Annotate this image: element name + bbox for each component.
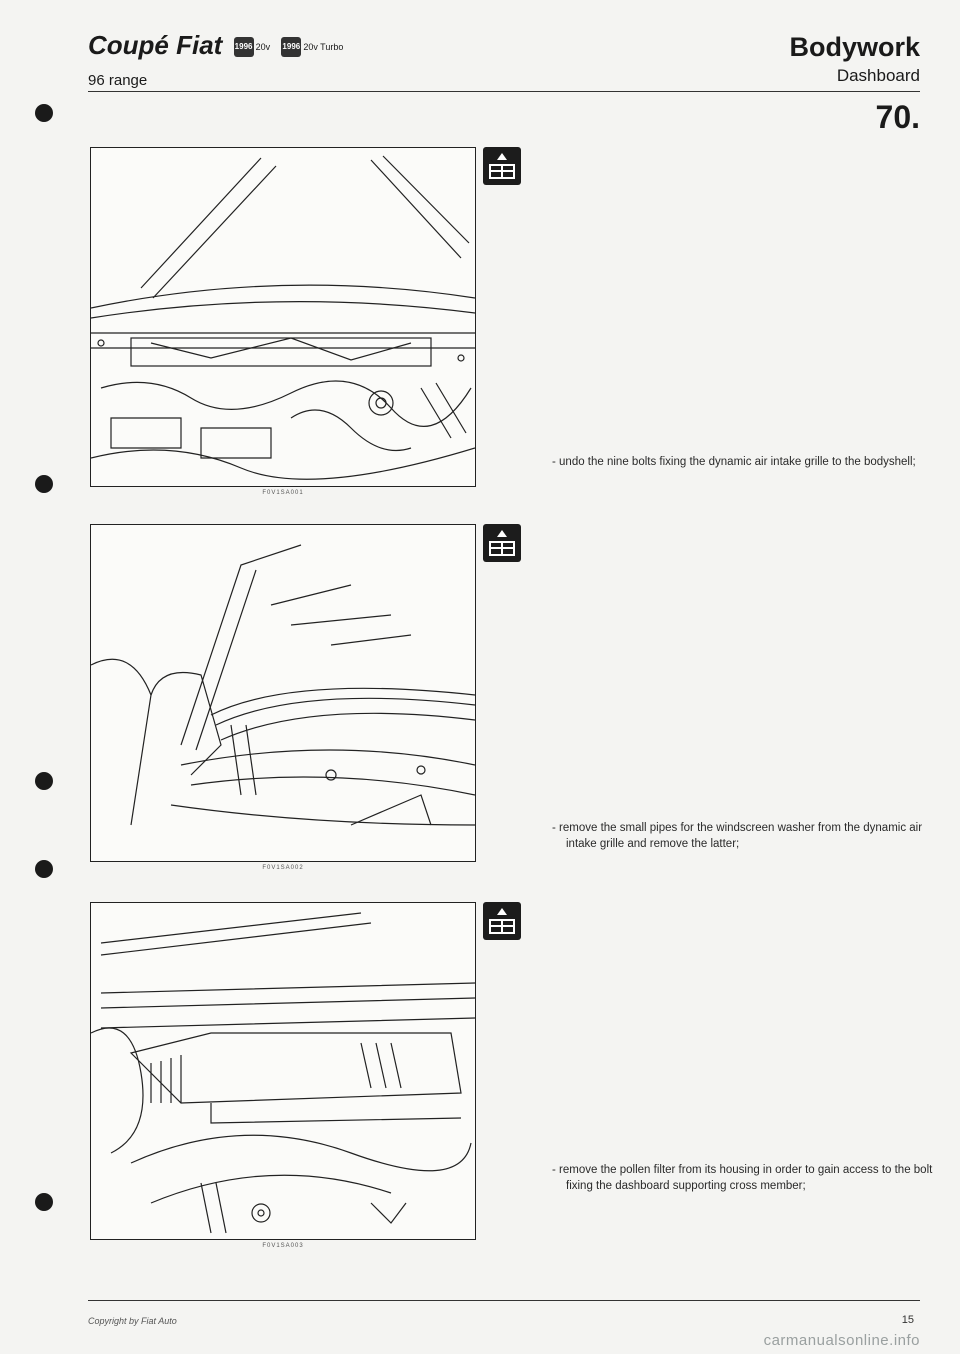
model-year-badge-icon: 1996 [233,37,254,58]
model-name: Coupé Fiat [88,30,223,60]
footer-page-number: 15 [901,1314,914,1326]
figure-1-air-intake-grille: F0V1SA001 [90,147,476,496]
section-title: Bodywork [789,32,920,62]
figure-code: F0V1SA003 [262,1243,304,1249]
figure-code: F0V1SA001 [262,490,304,496]
figure-code: F0V1SA002 [262,865,304,871]
footer-divider [88,1300,920,1301]
engine-label-20v-turbo: 20v Turbo [303,42,344,53]
binder-hole-icon [35,104,53,122]
figure-3-pollen-filter: F0V1SA003 [90,902,476,1249]
step-1-text: - undo the nine bolts fixing the dynamic… [552,456,916,468]
header-divider [88,91,920,92]
binder-hole-icon [35,860,53,878]
model-year-badge-icon: 1996 [281,37,302,58]
binder-hole-icon [35,772,53,790]
copyright-notice: Copyright by Fiat Auto [88,1316,177,1326]
engine-label-20v: 20v [255,42,271,53]
range-label: 96 range [88,72,148,89]
binder-hole-icon [35,475,53,493]
figure-2-washer-pipes: F0V1SA002 [90,524,476,871]
tool-box-icon [483,524,521,562]
section-page-number: 70. [875,99,920,135]
tool-box-icon [483,147,521,185]
tool-box-icon [483,902,521,940]
step-3-text: - remove the pollen filter from its hous… [552,1164,933,1192]
step-2-text: - remove the small pipes for the windscr… [552,822,923,850]
watermark: carmanualsonline.info [763,1332,920,1349]
subsection-title: Dashboard [836,66,920,85]
binder-hole-icon [35,1193,53,1211]
